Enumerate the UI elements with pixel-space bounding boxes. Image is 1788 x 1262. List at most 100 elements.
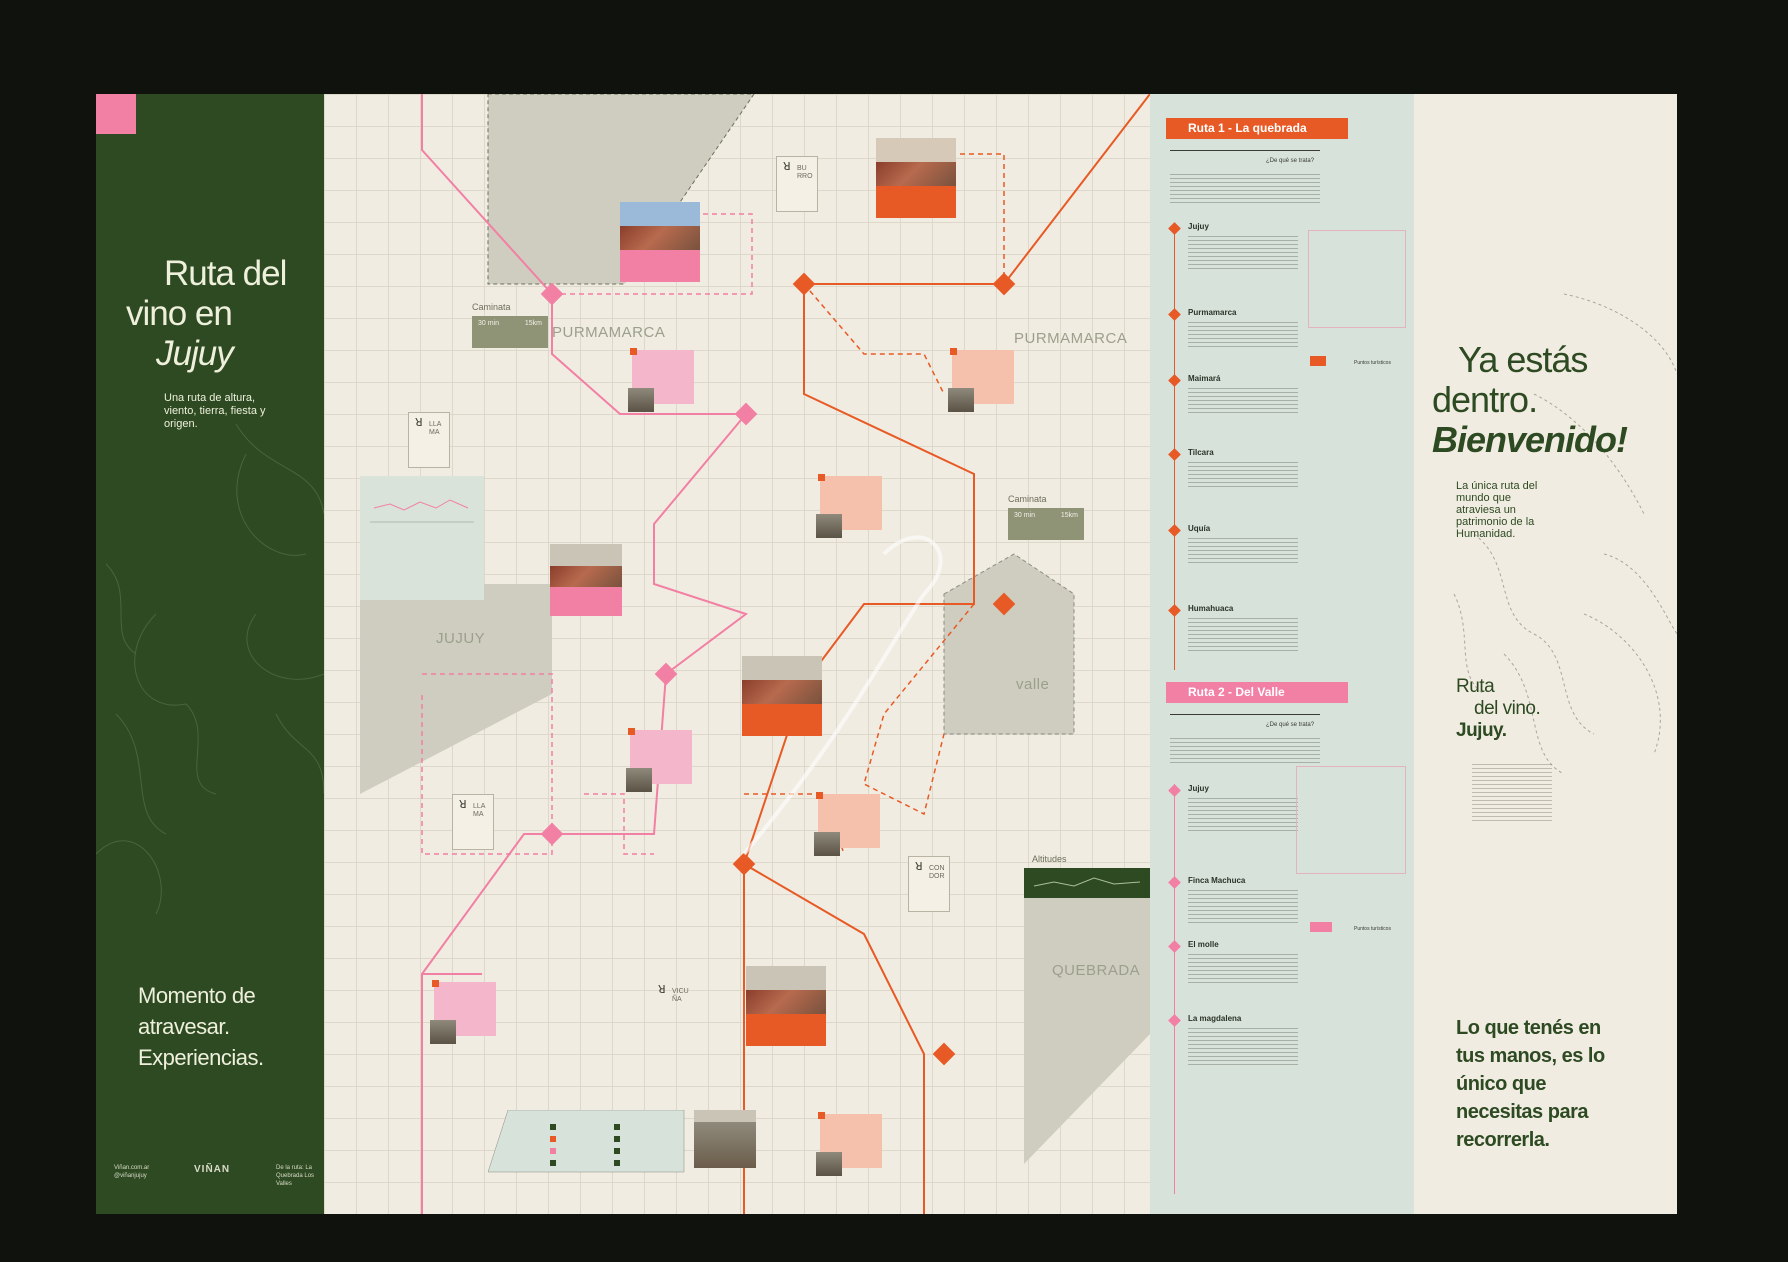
divider [1170,714,1320,715]
stop-description [1188,322,1298,348]
left-subtitle: Una ruta de altura, viento, tierra, fies… [164,392,266,430]
points-label: Puntos turísticos [1354,360,1391,366]
points-marker [1310,922,1332,932]
stop-description [1188,1028,1298,1068]
stop-name: Purmamarca [1188,308,1237,317]
walk-card-label: Caminata [1008,494,1047,504]
ruta-line-1: Ruta [1456,676,1495,697]
ruta-line-2: del vino. [1474,698,1541,719]
stop-name: Uquía [1188,524,1211,533]
region-quebrada [1024,874,1150,1164]
place-label: PURMAMARCA [552,324,666,341]
map-thumbnail [816,474,882,538]
map-lines [360,94,1150,1214]
pink-dashed-1 [552,213,753,295]
altitude-line [370,499,474,523]
stop-name: Humahuaca [1188,604,1234,613]
brand-logo: VIÑAN [194,1164,231,1175]
region-jujuy [360,584,552,794]
badge-label: LLA MA [473,803,486,818]
route-2-header: Ruta 2 - Del Valle [1166,682,1348,703]
stop-name: Finca Machuca [1188,876,1246,885]
leaf-pattern [96,423,324,915]
welcome-line-3: Bienvenido! [1432,419,1628,460]
stop-marker [1168,940,1181,953]
stop-marker [1168,784,1181,797]
footer-routes: De la ruta: La Quebrada Los Valles [276,1165,315,1187]
stop-marker [1168,448,1181,461]
route-info-column: Ruta 1 - La quebrada ¿De qué se trata? J… [1150,94,1414,1214]
walk-card-time: 30 min [1014,512,1036,519]
stop-description [1188,538,1298,564]
route-2-timeline [1174,784,1175,1194]
route-2-intro [1170,738,1320,764]
ruta-body-text [1472,764,1552,824]
title-line-2: vino en [126,294,233,333]
landscape-photo [742,656,822,736]
right-panel: Ya estás dentro. Bienvenido! La única ru… [1414,94,1677,1214]
altitude-chart-dark: Altitudes [1024,854,1150,898]
badge-label: CON DOR [929,865,945,880]
animal-badge: ꓤ CON DOR [908,856,950,912]
place-label: PURMAMARCA [1014,330,1128,347]
altitude-line [1033,877,1141,887]
stop-marker [1168,524,1181,537]
animal-icon: ꓤ [783,161,791,173]
map-thumbnail [626,728,692,792]
route-1-header: Ruta 1 - La quebrada [1166,118,1348,139]
closing-statement: Lo que tenés en tus manos, es lo único q… [1456,1017,1605,1151]
map-thumbnail [814,792,880,856]
walk-card: Caminata 30 min 15km [472,302,548,348]
badge-label: LLA MA [429,421,442,436]
landscape-photo [746,966,826,1046]
stop-marker [1168,222,1181,235]
stop-marker [1168,1014,1181,1027]
animal-badge: ꓤ BU RRO [776,156,818,212]
welcome-line-1: Ya estás [1458,339,1588,380]
animal-icon: ꓤ [915,861,923,873]
region-top [487,94,755,285]
walk-card-distance: 15km [1060,512,1078,519]
animal-badge: ꓤ LLA MA [452,794,494,850]
moment-heading: Momento de atravesar. Experiencias. [138,983,264,1070]
stop-name: Maimará [1188,374,1221,383]
badge-label: VICU ÑA [672,988,689,1003]
question-label: ¿De qué se trata? [1266,722,1315,728]
pink-dashed-2 [421,673,553,855]
orange-dashed-3 [863,603,975,816]
stop-description [1188,890,1298,924]
stop-name: Jujuy [1188,222,1209,231]
altitudes-label: Altitudes [1032,854,1067,864]
ruta-line-3: Jujuy. [1456,720,1507,741]
map-thumbnail [430,980,496,1044]
welcome-title: Ya estás dentro. Bienvenido! [1432,339,1628,460]
stop-description [1188,236,1298,272]
divider [1170,150,1320,151]
stop-name: Jujuy [1188,784,1209,793]
map-thumbnail [948,348,1014,412]
stop-description [1188,462,1298,488]
activities-box [1296,766,1406,874]
title-line-1: Ruta del [164,254,287,293]
leaf-pattern-dashed [1453,293,1677,775]
stop-description [1188,798,1298,834]
badge-label: BU RRO [797,165,813,180]
animal-icon: ꓤ [658,984,666,996]
walk-card-time: 30 min [478,320,500,327]
landscape-photo [550,544,622,616]
route-1-intro [1170,174,1320,206]
route-1-timeline [1174,224,1175,670]
map-thumbnail [816,1112,882,1176]
walk-card-label: Caminata [472,302,511,312]
animal-icon: ꓤ [459,799,467,811]
route-map: PURMAMARCA PURMAMARCA JUJUY valle QUEBRA… [324,94,1150,1214]
points-marker [1310,356,1326,366]
ribbon-decoration [742,535,943,856]
welcome-description: La única ruta del mundo que atraviesa un… [1456,480,1538,540]
place-label: valle [1016,676,1050,693]
pink-marker [96,94,136,134]
left-title: Ruta del vino en Jujuy [126,254,306,374]
region-valle [943,553,1075,735]
poster: Ruta del vino en Jujuy Una ruta de altur… [96,94,1677,1214]
left-panel: Ruta del vino en Jujuy Una ruta de altur… [96,94,324,1214]
